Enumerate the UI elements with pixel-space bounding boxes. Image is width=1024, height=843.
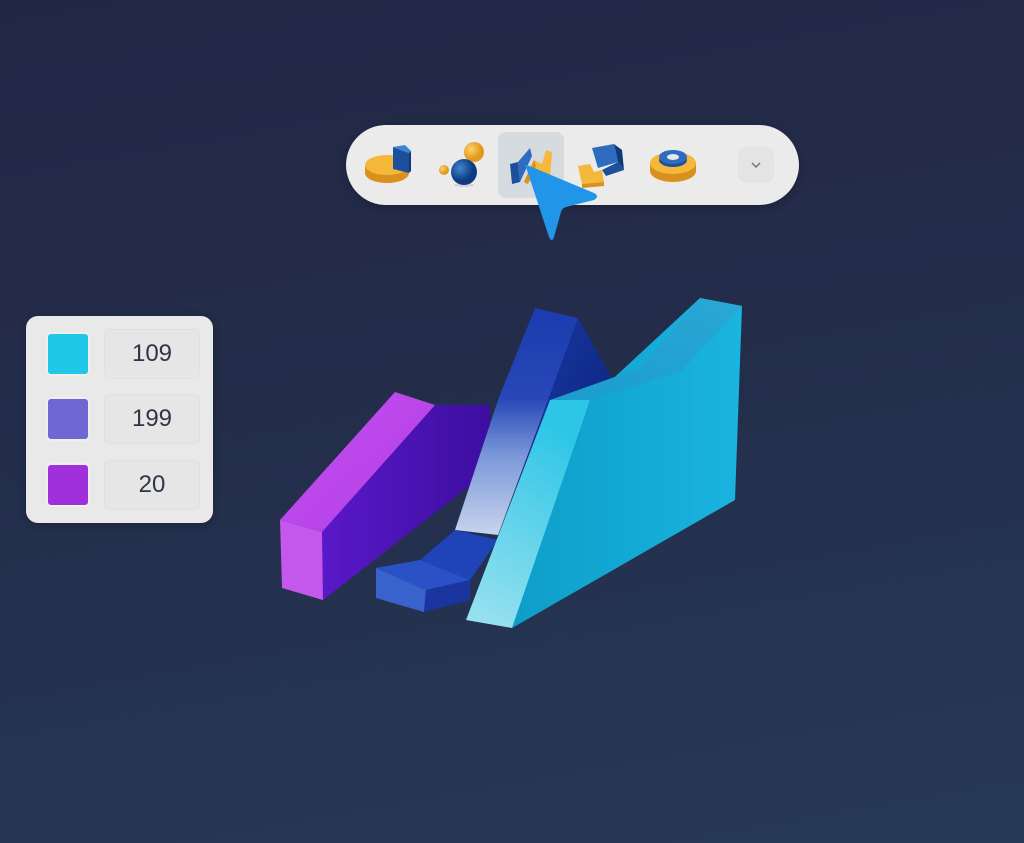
donut-chart-3d-icon: [650, 150, 696, 182]
donut-chart-button[interactable]: [640, 132, 706, 198]
bubble-chart-3d-icon: [439, 142, 484, 187]
legend-item: 109: [46, 329, 201, 379]
pie-chart-button[interactable]: [357, 132, 423, 198]
pie-chart-3d-icon: [365, 145, 411, 183]
legend-value-input-2[interactable]: 199: [104, 394, 200, 444]
legend-value-input-1[interactable]: 109: [104, 329, 200, 379]
legend-panel: 109 199 20: [26, 316, 213, 523]
color-swatch-2[interactable]: [46, 397, 90, 441]
legend-item: 20: [46, 460, 201, 510]
color-swatch-1[interactable]: [46, 332, 90, 376]
legend-value-input-3[interactable]: 20: [104, 460, 200, 510]
series-3-purple: [280, 392, 490, 600]
color-swatch-3[interactable]: [46, 463, 90, 507]
bubble-chart-button[interactable]: [428, 132, 494, 198]
legend-item: 199: [46, 394, 201, 444]
more-charts-button[interactable]: [738, 147, 774, 183]
chevron-down-icon: [751, 162, 761, 168]
series-1-cyan: [466, 298, 742, 628]
